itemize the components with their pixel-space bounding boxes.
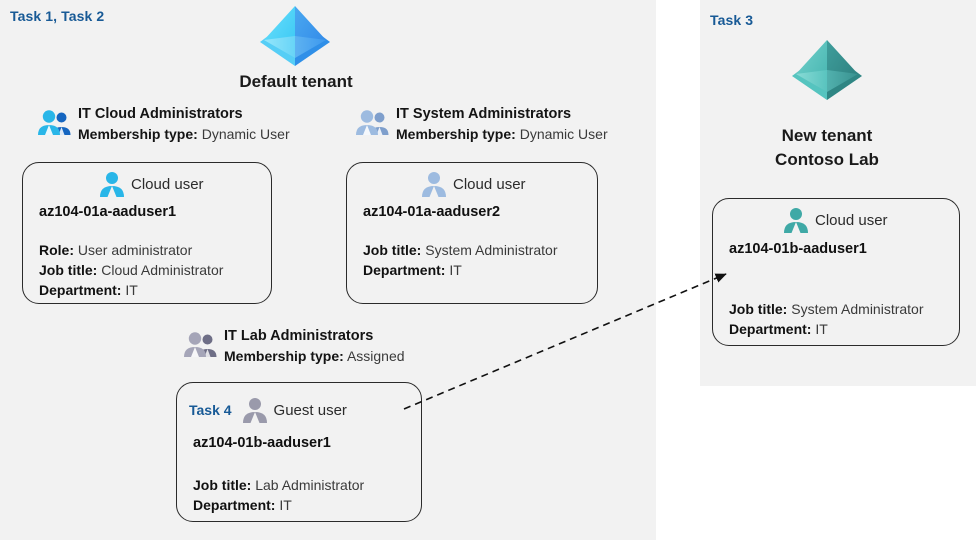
card-prop-role: Role: User administrator [39, 240, 223, 260]
group-membership-type: Membership type: Assigned [224, 346, 405, 367]
card-prop-value: IT [815, 321, 828, 337]
new-tenant-caption-line-2: Contoso Lab [775, 150, 879, 169]
card-prop-value: System Administrator [791, 301, 924, 317]
card-header-label: Cloud user [131, 175, 204, 193]
user-card-aaduser1b-cloud[interactable]: Cloud user az104-01b-aaduser1 Job title:… [712, 198, 960, 346]
azure-tenant-pyramid-icon-default [258, 2, 332, 66]
group-users-icon-cloud-admins [38, 110, 72, 136]
card-task-label: Task 4 [189, 402, 232, 418]
card-prop-job-title: Job title: Cloud Administrator [39, 260, 223, 280]
group-membership-label: Membership type: [78, 126, 198, 142]
cloud-user-icon [99, 171, 125, 197]
card-prop-label: Department: [729, 321, 812, 337]
card-prop-label: Department: [39, 282, 122, 298]
task-label-right: Task 3 [710, 12, 754, 28]
user-card-aaduser1-cloud[interactable]: Cloud user az104-01a-aaduser1 Role: User… [22, 162, 272, 304]
card-username: az104-01a-aaduser1 [39, 204, 177, 220]
card-properties: Job title: Lab Administrator Department:… [193, 475, 364, 515]
group-membership-type: Membership type: Dynamic User [396, 124, 608, 145]
card-prop-label: Job title: [729, 301, 788, 317]
card-prop-value: IT [279, 497, 292, 513]
guest-user-icon [242, 397, 268, 423]
default-tenant-caption-line: Default tenant [239, 72, 353, 91]
group-name: IT Lab Administrators [224, 328, 374, 344]
default-tenant-caption: Default tenant [198, 70, 394, 94]
card-header-label: Cloud user [815, 211, 888, 229]
group-membership-label: Membership type: [224, 348, 344, 364]
card-properties: Job title: System Administrator Departme… [729, 299, 924, 339]
user-card-aaduser1b-guest[interactable]: Task 4 Guest user az104-01b-aaduser1 Job… [176, 382, 422, 522]
card-prop-label: Job title: [363, 242, 422, 258]
group-membership-value: Assigned [346, 348, 405, 364]
card-properties: Job title: System Administrator Departme… [363, 240, 558, 280]
card-prop-label: Department: [363, 262, 446, 278]
card-prop-value: IT [125, 282, 138, 298]
group-name: IT Cloud Administrators [78, 106, 243, 122]
group-membership-value: Dynamic User [519, 126, 608, 142]
card-prop-department: Department: IT [729, 319, 924, 339]
task-label-left: Task 1, Task 2 [10, 8, 105, 24]
group-membership-value: Dynamic User [201, 126, 290, 142]
card-prop-label: Job title: [39, 262, 98, 278]
card-prop-label: Role: [39, 242, 74, 258]
card-prop-value: IT [449, 262, 462, 278]
card-prop-value: Lab Administrator [255, 477, 365, 493]
card-header-label: Guest user [273, 401, 347, 419]
card-username: az104-01a-aaduser2 [363, 204, 501, 220]
user-card-aaduser2-cloud[interactable]: Cloud user az104-01a-aaduser2 Job title:… [346, 162, 598, 304]
group-name: IT System Administrators [396, 106, 572, 122]
card-username: az104-01b-aaduser1 [729, 241, 867, 257]
card-prop-job-title: Job title: Lab Administrator [193, 475, 364, 495]
cloud-user-icon [783, 207, 809, 233]
card-prop-department: Department: IT [363, 260, 558, 280]
new-tenant-caption: New tenant Contoso Lab [716, 124, 938, 172]
card-header: Task 4 Guest user [189, 397, 347, 423]
cloud-user-icon [421, 171, 447, 197]
group-membership-type: Membership type: Dynamic User [78, 124, 290, 145]
card-prop-label: Department: [193, 497, 276, 513]
card-header-label: Cloud user [453, 175, 526, 193]
card-header: Cloud user [99, 171, 204, 197]
card-prop-department: Department: IT [39, 280, 223, 300]
group-users-icon-lab-admins [184, 332, 218, 358]
card-prop-label: Job title: [193, 477, 252, 493]
card-header: Cloud user [421, 171, 526, 197]
card-prop-job-title: Job title: System Administrator [363, 240, 558, 260]
card-header: Cloud user [783, 207, 888, 233]
card-username: az104-01b-aaduser1 [193, 435, 331, 451]
card-prop-department: Department: IT [193, 495, 364, 515]
card-prop-job-title: Job title: System Administrator [729, 299, 924, 319]
group-membership-label: Membership type: [396, 126, 516, 142]
azure-tenant-pyramid-icon-new [790, 36, 864, 100]
card-prop-value: Cloud Administrator [101, 262, 224, 278]
new-tenant-caption-line-1: New tenant [781, 126, 873, 145]
group-users-icon-system-admins [356, 110, 390, 136]
card-prop-value: System Administrator [425, 242, 558, 258]
card-properties: Role: User administrator Job title: Clou… [39, 240, 223, 300]
card-prop-value: User administrator [77, 242, 193, 258]
